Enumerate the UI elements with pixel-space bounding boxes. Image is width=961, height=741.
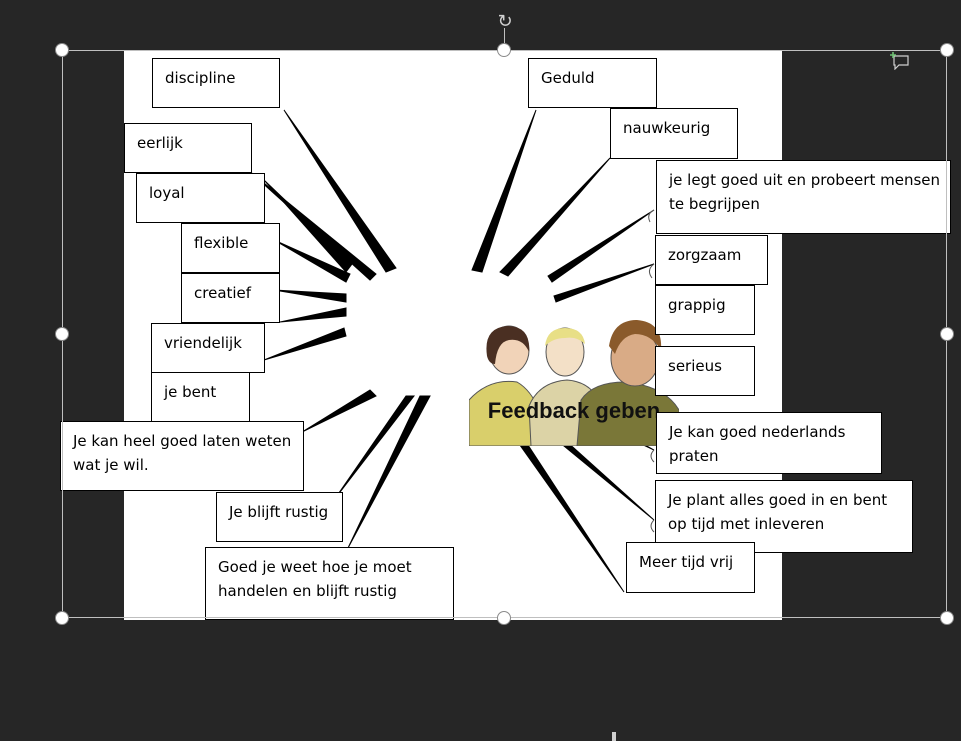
label-vriendelijk[interactable]: vriendelijk xyxy=(151,323,265,373)
spoke-vriendelijk xyxy=(279,307,347,323)
label-loyal[interactable]: loyal xyxy=(136,173,265,223)
label-discipline[interactable]: discipline xyxy=(152,58,280,108)
label-nauwkeurig[interactable]: nauwkeurig xyxy=(610,108,738,159)
label-nederlands[interactable]: Je kan goed nederlands praten xyxy=(656,412,882,474)
label-legt-uit[interactable]: je legt goed uit en probeert mensen te b… xyxy=(656,160,951,234)
spoke-creatief xyxy=(273,289,347,303)
spoke-rustig xyxy=(333,395,416,501)
resize-handle-bottom-right[interactable] xyxy=(940,611,954,625)
spoke-discipline xyxy=(283,109,397,273)
spoke-nauwkeurig xyxy=(499,157,611,277)
resize-handle-right[interactable] xyxy=(940,327,954,341)
central-title: Feedback geben xyxy=(487,398,661,423)
label-rustig[interactable]: Je blijft rustig xyxy=(216,492,343,542)
new-comment-icon[interactable] xyxy=(890,52,910,70)
spoke-geduld xyxy=(471,109,537,273)
spoke-goed xyxy=(347,395,431,549)
status-bar xyxy=(0,728,961,741)
label-je-bent[interactable]: je bent xyxy=(151,372,250,422)
spoke-loyal xyxy=(263,179,353,273)
label-zorgzaam[interactable]: zorgzaam xyxy=(655,235,768,285)
label-plant[interactable]: Je plant alles goed in en bent op tijd m… xyxy=(655,480,913,553)
selection-frame xyxy=(62,50,947,618)
label-meer-tijd[interactable]: Meer tijd vrij xyxy=(626,542,755,593)
resize-handle-top-right[interactable] xyxy=(940,43,954,57)
spoke-je-bent xyxy=(263,327,347,361)
label-laten-weten[interactable]: Je kan heel goed laten weten wat je wil. xyxy=(60,421,304,491)
central-image: Feedback geben xyxy=(469,320,679,446)
label-creatief[interactable]: creatief xyxy=(181,273,280,323)
resize-handle-bottom[interactable] xyxy=(497,611,511,625)
spoke-flexible xyxy=(273,239,351,283)
label-serieus[interactable]: serieus xyxy=(655,346,755,396)
label-flexible[interactable]: flexible xyxy=(181,223,280,273)
resize-handle-left[interactable] xyxy=(55,327,69,341)
spoke-zorgzaam xyxy=(553,263,655,303)
zoom-slider-thumb[interactable] xyxy=(612,732,616,741)
label-geduld[interactable]: Geduld xyxy=(528,58,657,108)
rotate-connector xyxy=(504,28,505,50)
resize-handle-top[interactable] xyxy=(497,43,511,57)
spoke-laten-weten xyxy=(301,389,377,433)
label-goed-handelen[interactable]: Goed je weet hoe je moet handelen en bli… xyxy=(205,547,454,620)
people-illustration xyxy=(469,320,679,446)
resize-handle-top-left[interactable] xyxy=(55,43,69,57)
rotate-icon[interactable]: ↻ xyxy=(497,11,513,31)
resize-handle-bottom-left[interactable] xyxy=(55,611,69,625)
label-eerlijk[interactable]: eerlijk xyxy=(124,123,252,173)
label-grappig[interactable]: grappig xyxy=(655,285,755,335)
spoke-legt-uit xyxy=(547,209,655,283)
slide-canvas[interactable]: Feedback geben discipline eerlijk loyal … xyxy=(60,50,951,620)
